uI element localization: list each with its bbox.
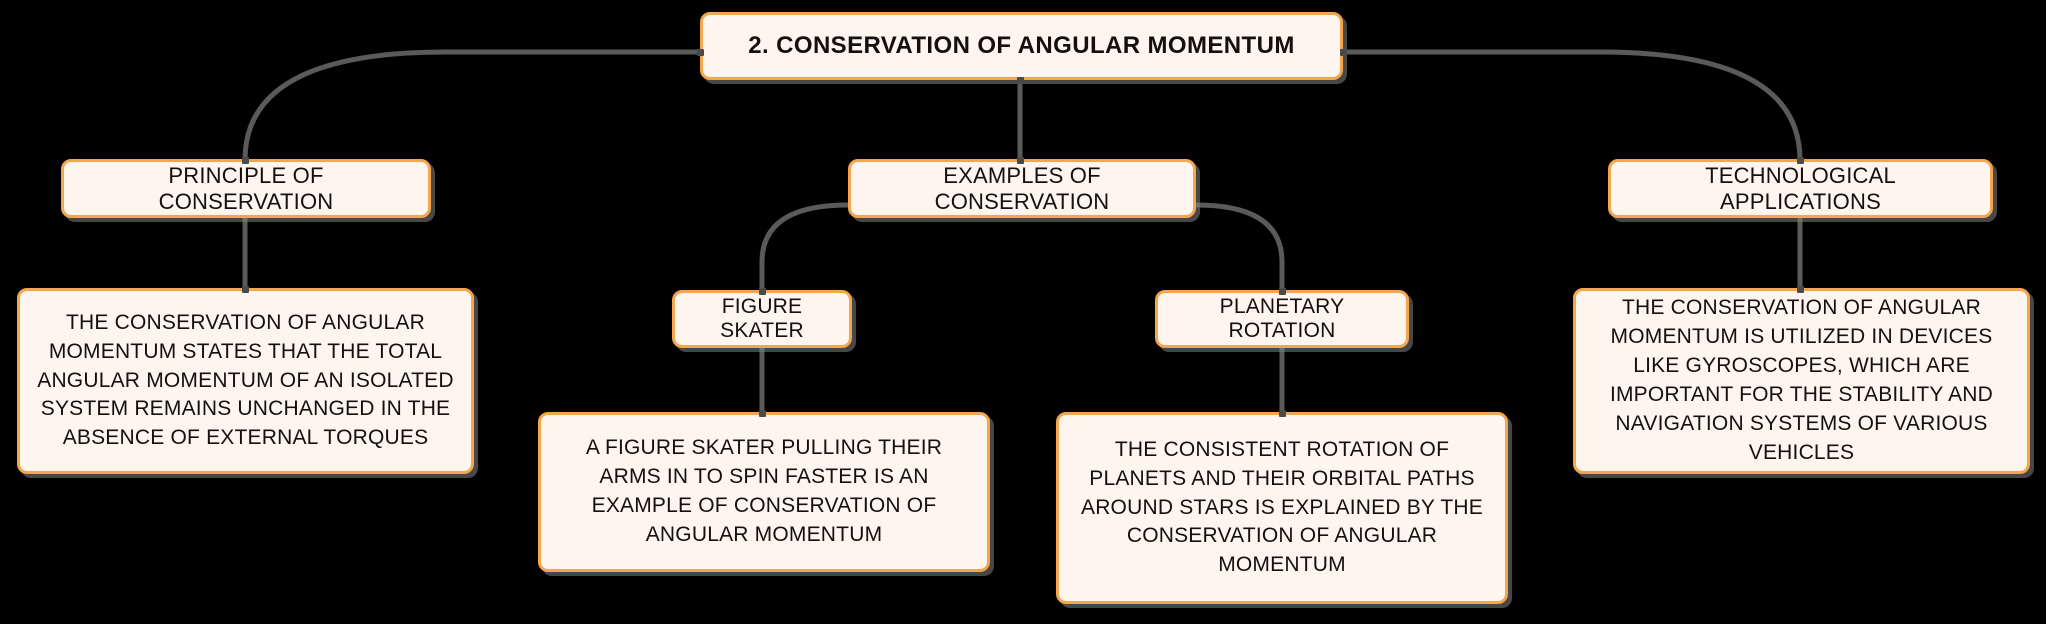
connector-endpoint — [1279, 288, 1286, 295]
node-figure-skater-detail[interactable]: A FIGURE SKATER PULLING THEIR ARMS IN TO… — [538, 412, 990, 572]
node-planetary-rotation-detail[interactable]: THE CONSISTENT ROTATION OF PLANETS AND T… — [1056, 412, 1508, 604]
connector-endpoint — [1017, 157, 1024, 164]
node-figure-skater[interactable]: FIGURE SKATER — [672, 290, 852, 348]
connector-endpoint — [1017, 77, 1024, 84]
edge-root-to-technological — [1343, 49, 1803, 161]
connector-endpoint — [759, 410, 766, 417]
node-technological-applications[interactable]: TECHNOLOGICAL APPLICATIONS — [1608, 159, 1993, 218]
connector-endpoint — [1797, 157, 1804, 164]
node-figure-skater-label: FIGURE SKATER — [720, 295, 804, 342]
connector-endpoint — [242, 286, 249, 293]
node-principle-of-conservation-detail[interactable]: THE CONSERVATION OF ANGULAR MOMENTUM STA… — [17, 288, 474, 474]
node-figure-skater-detail-text: A FIGURE SKATER PULLING THEIR ARMS IN TO… — [585, 436, 943, 546]
connector-endpoint — [759, 288, 766, 295]
node-examples-of-conservation-label: EXAMPLES OF CONSERVATION — [934, 162, 1110, 214]
edge-examples-to-planetary-rotation — [1195, 202, 1285, 290]
node-planetary-rotation-label: PLANETARY ROTATION — [1219, 295, 1345, 342]
node-technological-applications-label: TECHNOLOGICAL APPLICATIONS — [1705, 162, 1896, 214]
node-principle-of-conservation-label: PRINCIPLE OF CONSERVATION — [158, 162, 334, 214]
node-planetary-rotation-detail-text: THE CONSISTENT ROTATION OF PLANETS AND T… — [1080, 437, 1483, 577]
node-principle-of-conservation-detail-text: THE CONSERVATION OF ANGULAR MOMENTUM STA… — [37, 310, 454, 450]
connector-endpoint — [1340, 49, 1347, 56]
node-technological-applications-detail[interactable]: THE CONSERVATION OF ANGULAR MOMENTUM IS … — [1573, 288, 2030, 474]
edge-examples-to-figure-skater — [759, 202, 849, 290]
connector-endpoint — [242, 157, 249, 164]
node-root-label: 2. CONSERVATION OF ANGULAR MOMENTUM — [748, 32, 1295, 59]
edge-root-to-principle — [242, 49, 700, 161]
node-technological-applications-detail-text: THE CONSERVATION OF ANGULAR MOMENTUM IS … — [1609, 296, 1994, 464]
node-root[interactable]: 2. CONSERVATION OF ANGULAR MOMENTUM — [700, 12, 1343, 80]
connector-endpoint — [1279, 410, 1286, 417]
node-planetary-rotation[interactable]: PLANETARY ROTATION — [1155, 290, 1409, 348]
node-examples-of-conservation[interactable]: EXAMPLES OF CONSERVATION — [848, 159, 1196, 218]
connector-endpoint — [697, 49, 704, 56]
node-principle-of-conservation[interactable]: PRINCIPLE OF CONSERVATION — [61, 159, 431, 218]
connector-endpoint — [1797, 286, 1804, 293]
